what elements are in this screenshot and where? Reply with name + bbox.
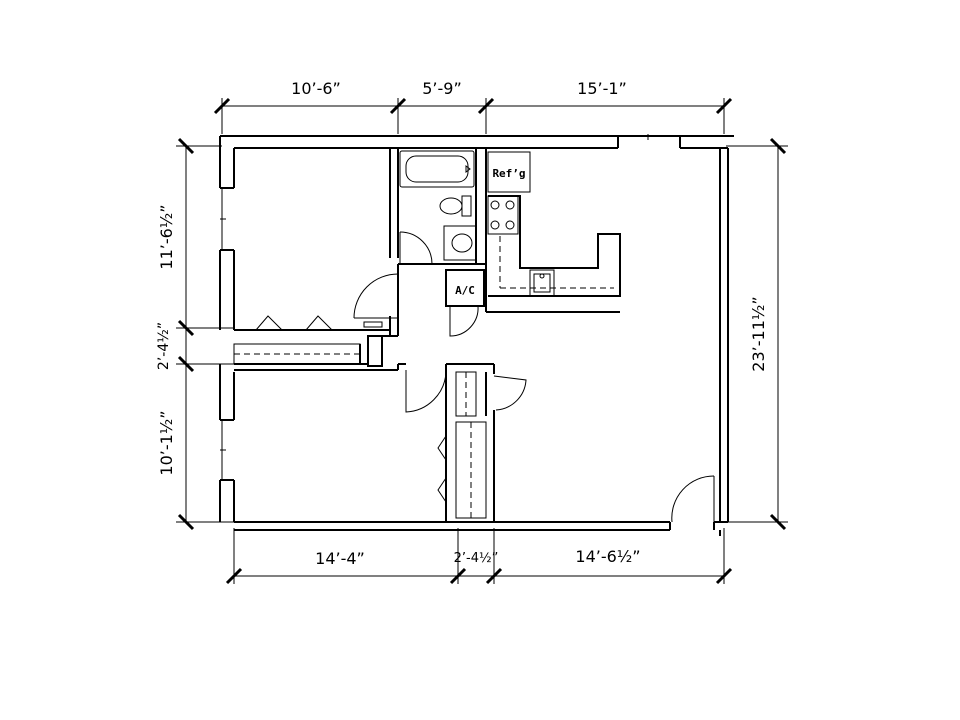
dim-top-3: 15’-1” <box>577 79 627 98</box>
dimension-right: 23’-11½” <box>726 137 788 531</box>
hall-ac-closet: A/C <box>353 264 620 413</box>
dim-top-2: 5’-9” <box>422 79 462 98</box>
dim-left-1: 11’-6½” <box>157 204 176 269</box>
dim-right-1: 23’-11½” <box>749 296 768 371</box>
dim-bottom-2: 2’-4½” <box>454 551 499 566</box>
exterior-walls <box>219 134 734 536</box>
dim-top-1: 10’-6” <box>291 79 341 98</box>
dim-left-2: 2’-4½” <box>156 322 172 370</box>
refrigerator-label: Ref’g <box>492 167 525 180</box>
dim-left-3: 10’-1½” <box>157 410 176 475</box>
ac-label: A/C <box>455 284 475 297</box>
bathroom <box>397 148 487 265</box>
dimension-left: 11’-6½” 2’-4½” 10’-1½” <box>156 137 234 531</box>
dimension-bottom: 14’-4” 2’-4½” 14’-6½” <box>225 528 733 585</box>
bedroom-1 <box>233 148 399 367</box>
dim-bottom-3: 14’-6½” <box>575 547 640 566</box>
dim-bottom-1: 14’-4” <box>315 549 365 568</box>
dimension-top: 10’-6” 5’-9” 15’-1” <box>213 79 733 134</box>
kitchen: Ref’g <box>487 151 621 297</box>
bedroom-2 <box>234 363 527 522</box>
